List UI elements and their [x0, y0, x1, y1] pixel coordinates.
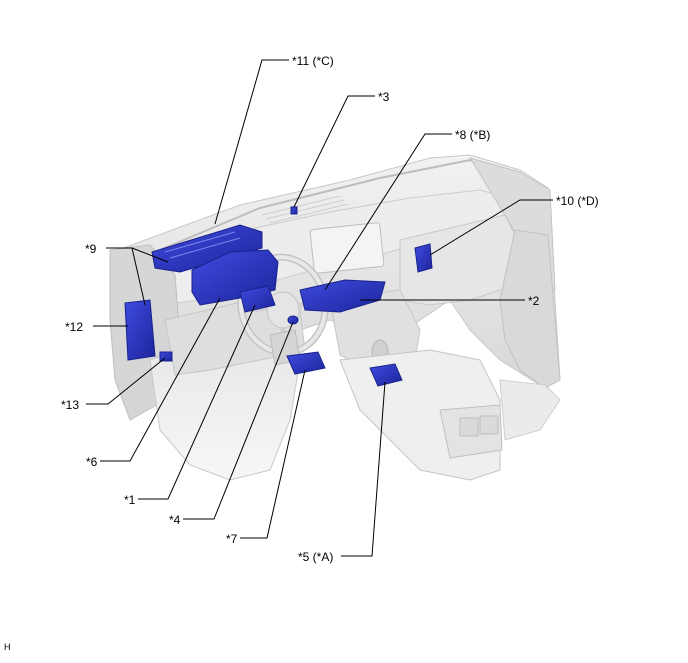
component-12: [124, 299, 156, 361]
component-3: [290, 206, 298, 215]
component-11-ecu: [151, 224, 263, 273]
callout-2: *2: [528, 294, 540, 308]
cabin-shell: [109, 154, 561, 481]
callout-1: *1: [124, 493, 136, 507]
corner-mark: H: [4, 642, 11, 652]
component-10: [414, 243, 433, 273]
component-1: [239, 285, 276, 313]
callout-11: *11 (*C): [292, 54, 334, 68]
callout-6: *6: [86, 455, 98, 469]
callout-7: *7: [226, 532, 238, 546]
callout-9: *9: [85, 242, 97, 256]
leader-lines: [86, 59, 553, 557]
callout-10: *10 (*D): [556, 194, 599, 208]
component-7: [286, 351, 326, 375]
component-4: [287, 315, 299, 325]
component-13: [159, 351, 173, 362]
callout-12: *12: [65, 320, 84, 334]
callout-5: *5 (*A): [298, 550, 334, 564]
callout-13: *13: [61, 398, 80, 412]
callout-4: *4: [169, 513, 181, 527]
components: [124, 206, 433, 387]
callout-8: *8 (*B): [455, 128, 491, 142]
callout-3: *3: [378, 90, 390, 104]
component-5: [369, 363, 403, 387]
